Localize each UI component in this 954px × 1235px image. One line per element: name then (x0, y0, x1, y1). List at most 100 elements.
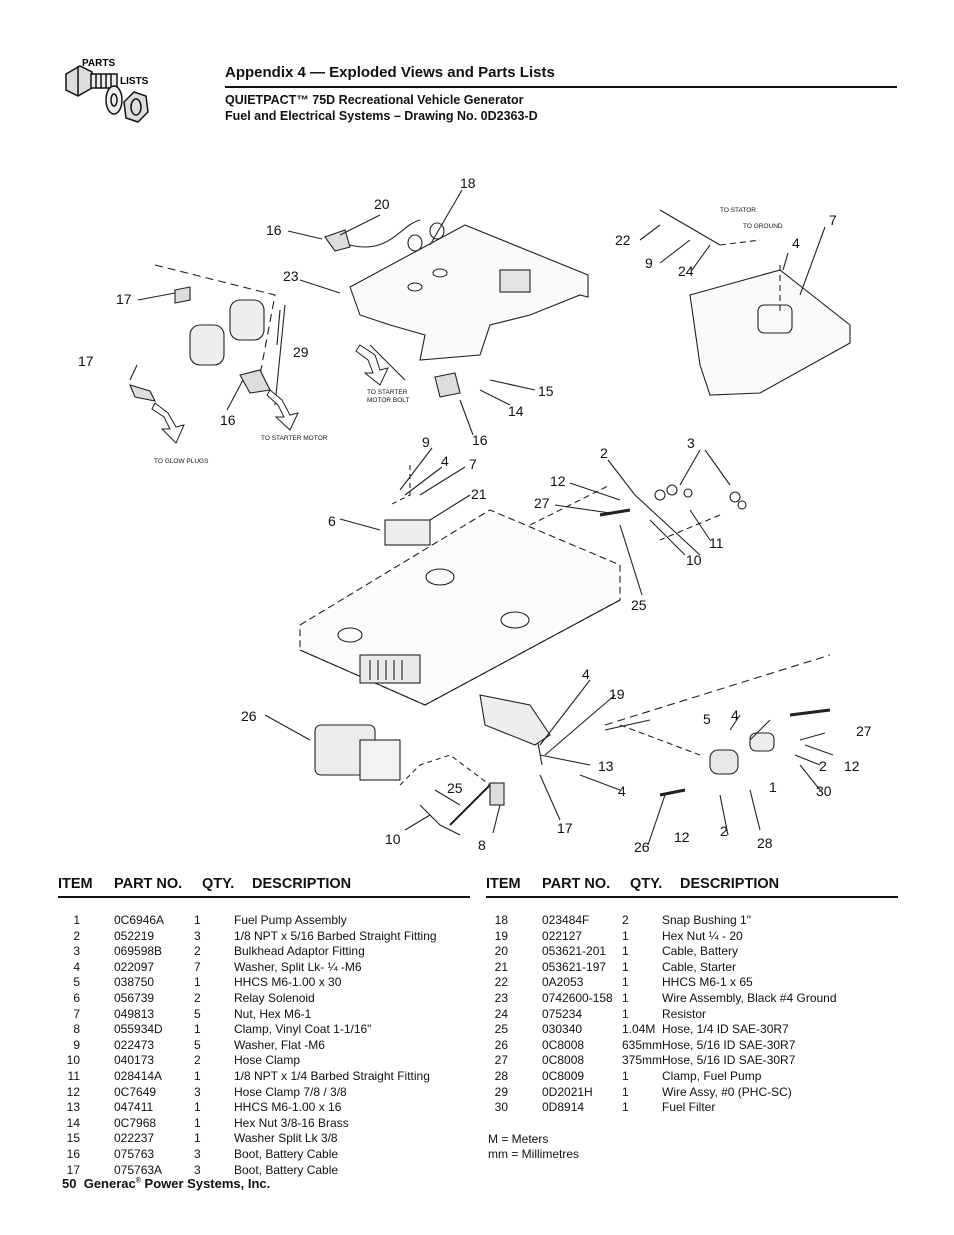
callout-number: 4 (582, 666, 590, 682)
description: Boot, Battery Cable (234, 1146, 339, 1161)
quantity: 3 (194, 1162, 201, 1177)
quantity: 1 (194, 1115, 201, 1130)
part-number: 055934D (114, 1022, 163, 1037)
description: Hex Nut 3/8-16 Brass (234, 1115, 349, 1130)
item-number: 5 (73, 975, 80, 990)
quantity: 375mm (622, 1053, 663, 1068)
description: Washer, Flat -M6 (234, 1037, 325, 1052)
callout-number: 27 (534, 495, 550, 511)
part-number: 022127 (542, 928, 583, 943)
description: HHCS M6-1 x 65 (662, 975, 753, 990)
callout-number: 11 (709, 535, 724, 551)
item-number: 30 (494, 1100, 508, 1115)
note-to-ground: TO GROUND (743, 223, 783, 230)
part-number: 056739 (114, 990, 155, 1005)
legend-meters: M = Meters (488, 1131, 549, 1146)
callout-number: 26 (241, 708, 257, 724)
callout-number: 19 (609, 686, 625, 702)
item-number: 3 (73, 944, 80, 959)
description: Wire Assy, #0 (PHC-SC) (662, 1084, 792, 1099)
item-number: 29 (494, 1084, 508, 1099)
table-header: ITEM PART NO. QTY. DESCRIPTION (486, 876, 898, 896)
item-number: 15 (66, 1131, 80, 1146)
quantity: 1 (194, 1068, 201, 1083)
part-number: 040173 (114, 1053, 155, 1068)
header-description: DESCRIPTION (252, 876, 352, 892)
callout-number: 12 (550, 473, 566, 489)
part-number: 0742600-158 (542, 990, 613, 1005)
quantity: 1 (622, 1068, 629, 1083)
description: Bulkhead Adaptor Fitting (234, 944, 365, 959)
callout-number: 16 (220, 412, 236, 428)
note-to-stator: TO STATOR (720, 207, 756, 214)
part-number: 047411 (114, 1100, 154, 1115)
table-rule (58, 896, 470, 898)
part-number: 023484F (542, 913, 590, 927)
quantity: 3 (194, 928, 201, 943)
washer-icon (105, 85, 123, 115)
company-name: Generac (83, 1176, 136, 1191)
item-number: 6 (73, 990, 80, 1005)
quantity: 1.04M (622, 1022, 656, 1037)
quantity: 1 (622, 1100, 629, 1115)
callout-number: 7 (469, 456, 477, 472)
description: 1/8 NPT x 5/16 Barbed Straight Fitting (234, 928, 437, 943)
description: HHCS M6-1.00 x 16 (234, 1100, 342, 1115)
callout-number: 9 (422, 434, 430, 450)
callout-number: 30 (816, 783, 832, 799)
callout-number: 25 (631, 597, 647, 613)
description: HHCS M6-1.00 x 30 (234, 975, 342, 990)
header-qty: QTY. (630, 876, 663, 892)
note-to-starter-motor: TO STARTER MOTOR (261, 435, 328, 442)
callout-number: 12 (844, 758, 860, 774)
page-header: Appendix 4 — Exploded Views and Parts Li… (225, 64, 897, 124)
page-footer: 50 Generac® Power Systems, Inc. (62, 1176, 270, 1191)
callout-number: 10 (385, 831, 401, 847)
logo-lists: LISTS (120, 76, 149, 87)
quantity: 1 (194, 1022, 201, 1037)
item-number: 18 (494, 913, 508, 927)
part-number: 053621-197 (542, 959, 607, 974)
quantity: 2 (194, 944, 201, 959)
callout-number: 2 (600, 445, 608, 461)
description: Hose, 1/4 ID SAE-30R7 (662, 1022, 789, 1037)
callout-number: 1 (769, 779, 777, 795)
item-number: 22 (494, 975, 508, 990)
part-number: 022237 (114, 1131, 155, 1146)
part-number: 0C8009 (542, 1068, 585, 1083)
item-number: 21 (494, 959, 508, 974)
quantity: 1 (622, 975, 629, 990)
description: Nut, Hex M6-1 (234, 1006, 312, 1021)
bolt-icon (65, 65, 118, 97)
item-number: 25 (494, 1022, 508, 1037)
quantity: 3 (194, 1084, 201, 1099)
description: Cable, Starter (662, 959, 737, 974)
item-number: 19 (494, 928, 508, 943)
description: Clamp, Vinyl Coat 1-1/16" (234, 1022, 372, 1037)
part-number: 075234 (542, 1006, 583, 1021)
header-part-no: PART NO. (114, 876, 183, 892)
item-number: 24 (494, 1006, 508, 1021)
description: Boot, Battery Cable (234, 1162, 339, 1177)
callout-number: 10 (686, 552, 702, 568)
description: Snap Bushing 1" (662, 913, 751, 927)
part-number: 0C6946A (114, 913, 165, 927)
part-number: 075763A (114, 1162, 163, 1177)
